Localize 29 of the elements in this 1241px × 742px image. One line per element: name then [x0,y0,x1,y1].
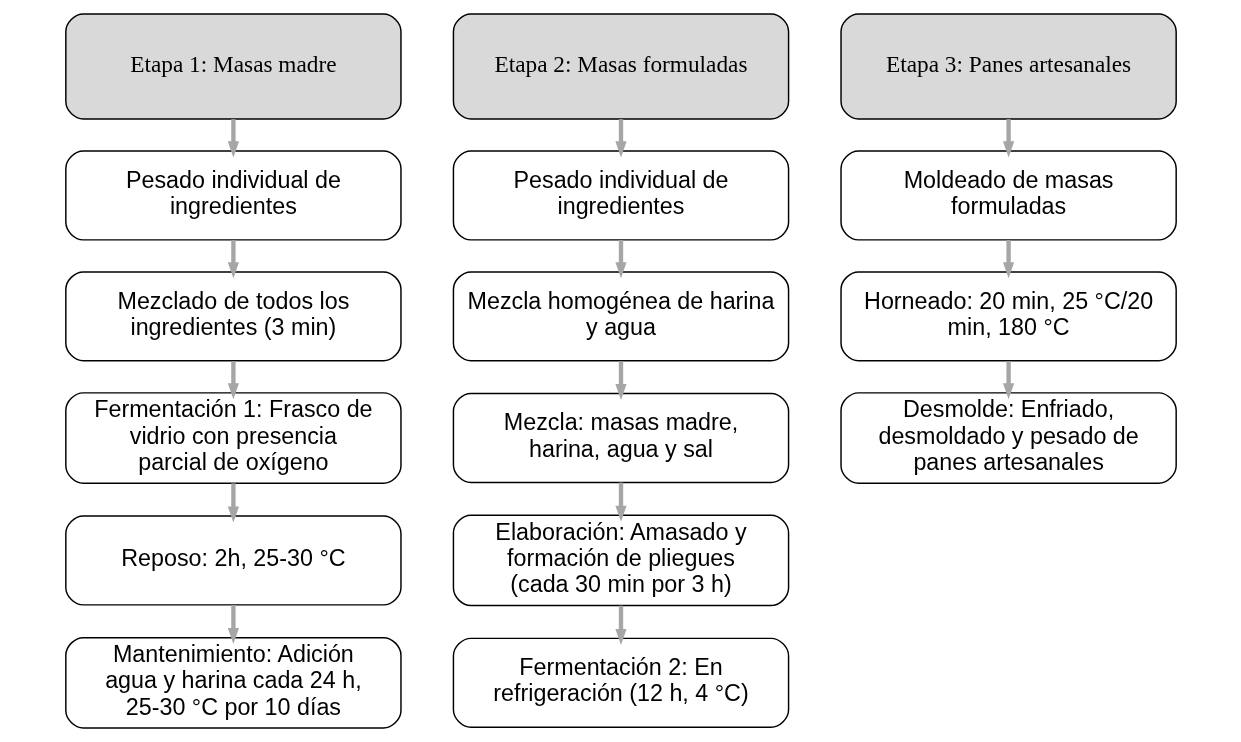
arrow [614,361,627,401]
node-box: Pesado individual de ingredientes [452,150,789,241]
arrow [227,240,239,279]
arrow [227,119,239,158]
node-box: Mantenimiento: Adición agua y harina cada 24 h, 25-30 °C por 10 días [64,636,402,729]
node-box: Fermentación 1: Frasco de vidrio con presencia parcial de oxígeno [64,392,402,484]
node-box: Etapa 1: Masas madre [64,13,402,120]
node-box: Mezcla: masas madre, harina, agua y sal [452,392,789,484]
node-box: Horneado: 20 min, 25 °C/20 min, 180 °C [839,271,1177,362]
node-box: Reposo: 2h, 25-30 °C [64,515,402,606]
arrow [1002,240,1014,279]
arrow [227,605,239,645]
node-box: Elaboración: Amasado y formación de pliegues (cada 30 min por 3 h) [452,514,789,607]
arrow [1002,119,1014,158]
node-box: Desmolde: Enfriado, desmoldado y pesado de panes artesanales [839,392,1177,484]
arrow [614,240,627,279]
node-box: Fermentación 2: En refrigeración (12 h, 4 °C) [452,637,789,728]
node-box: Etapa 2: Masas formuladas [452,13,789,120]
node-box: Moldeado de masas formuladas [839,150,1177,241]
arrow [1002,361,1014,400]
arrow [227,483,239,523]
arrow [614,119,627,158]
node-box: Mezclado de todos los ingredientes (3 min) [64,271,402,362]
arrow [227,361,239,400]
node-box: Pesado individual de ingredientes [64,150,402,241]
arrow [614,605,627,645]
node-box: Etapa 3: Panes artesanales [839,13,1177,120]
node-box: Mezcla homogénea de harina y agua [452,271,789,362]
arrow [614,482,627,522]
